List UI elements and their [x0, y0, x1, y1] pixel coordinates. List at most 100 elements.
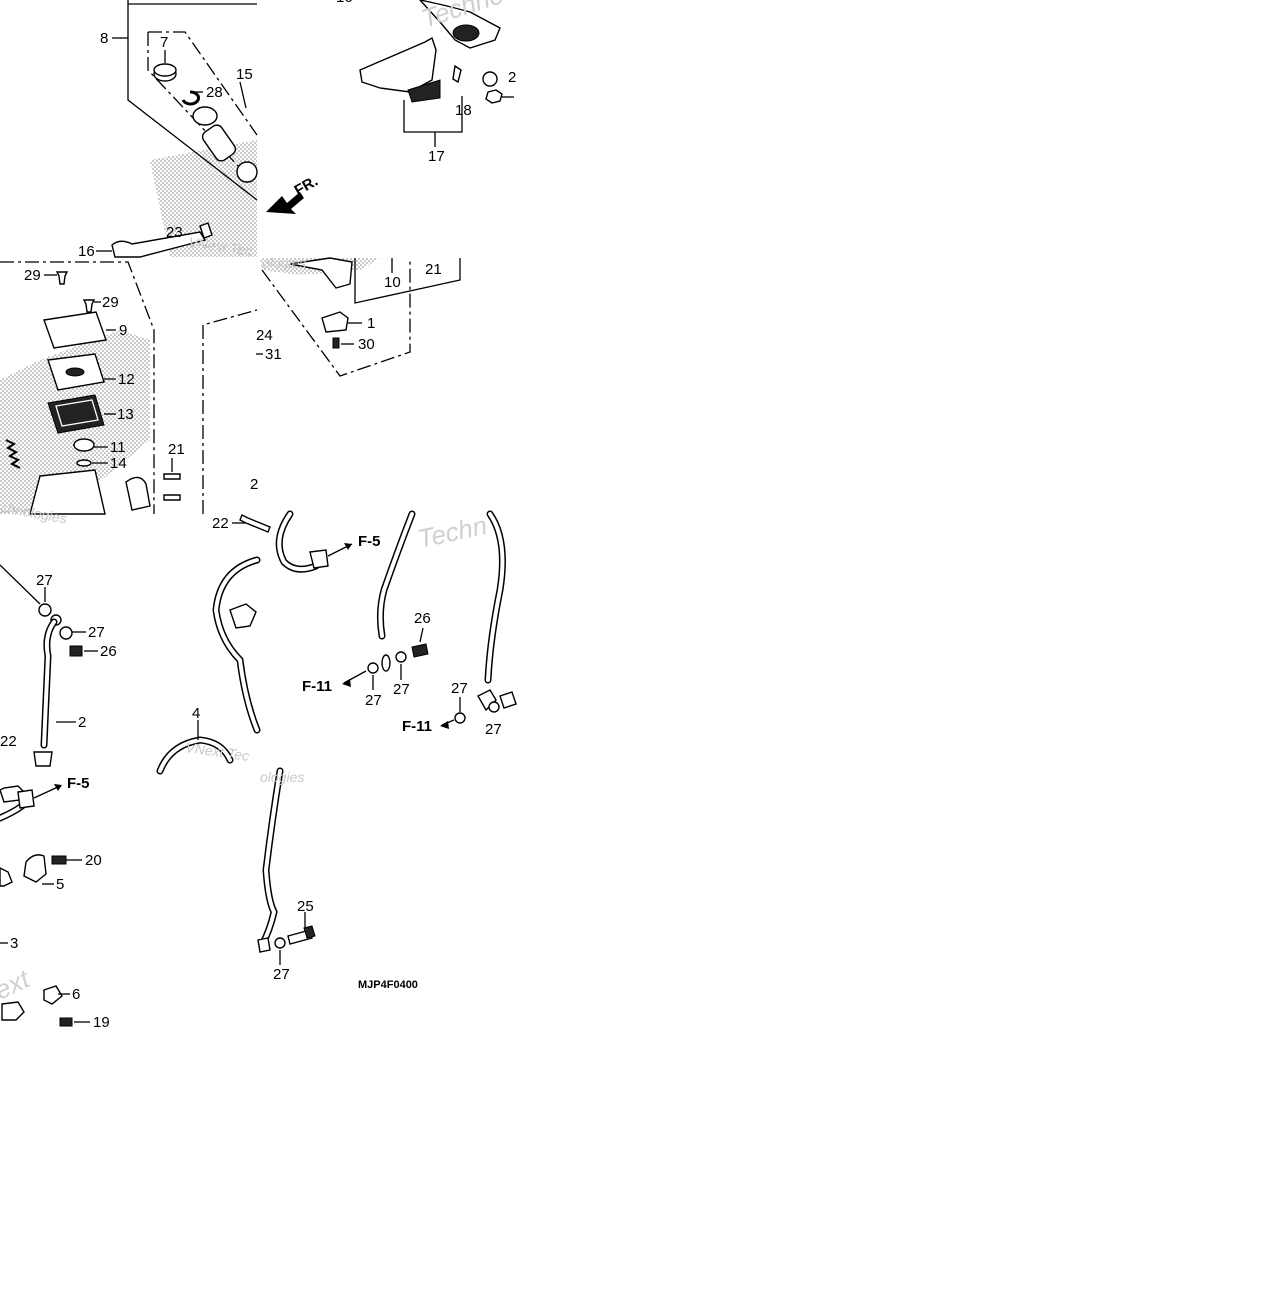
part-nut: [485, 89, 503, 104]
part-29-screw: [82, 299, 96, 313]
part-2-fitting: [33, 751, 53, 767]
part-hose-b-inner: [486, 512, 505, 682]
part-27-washer: [395, 651, 407, 663]
callout-16: 16: [78, 243, 95, 260]
part-25-bolt-head: [303, 925, 316, 939]
callout-27: 27: [393, 681, 410, 698]
part-17-pad: [407, 79, 441, 103]
callout-9: 9: [119, 322, 127, 339]
callout-30: 30: [358, 336, 375, 353]
callout-2-cut: 2: [250, 476, 258, 493]
callout-27: 27: [36, 572, 53, 589]
part-22-bolt: [239, 514, 271, 533]
part-fitting: [477, 689, 497, 712]
part-hose-f5-inner: [277, 512, 318, 572]
part-27-washer: [38, 603, 52, 617]
leader-15: [239, 81, 247, 109]
tile-top-right: 18 17 2 16 Techno: [336, 0, 516, 165]
part-hose-a-inner: [378, 512, 414, 638]
leader-f5: [33, 785, 61, 799]
callout-22: 22: [212, 515, 229, 532]
part-17-bracket: [359, 36, 437, 93]
callout-15: 15: [236, 66, 253, 83]
part-7-cap-top: [153, 63, 177, 77]
watermark: ologies: [260, 769, 304, 785]
watermark: ext: [0, 963, 36, 1006]
part-28-circlip: [181, 90, 201, 106]
part-29-screw: [55, 271, 69, 285]
ref-f5: F-5: [67, 775, 90, 792]
callout-2-cut: 2: [508, 69, 516, 86]
callout-28: 28: [206, 84, 223, 101]
callout-20: 20: [85, 852, 102, 869]
group-bracket-right: [202, 309, 258, 514]
tile-middle-right: 10 21 1 30 24 31 2 ologies: [250, 255, 461, 493]
part-9-cover: [43, 311, 107, 349]
tile-bottom-left: F-5 20 5 3 6 19 ext: [0, 775, 110, 1031]
part-15-cup: [236, 161, 258, 183]
part-19-bolt: [59, 1017, 73, 1027]
callout-10: 10: [384, 274, 401, 291]
callout-26: 26: [100, 643, 117, 660]
callout-29: 29: [102, 294, 119, 311]
part-joint: [229, 603, 257, 629]
part-washer: [482, 71, 498, 87]
leader-26: [419, 627, 424, 643]
callout-6: 6: [72, 986, 80, 1003]
tile-top-left: 8 7 28 15 23 16 FR. VNext Tec: [78, 0, 321, 260]
part-11-float: [73, 438, 95, 452]
part-f5-fitting: [309, 549, 329, 569]
part-cut: [1, 1001, 25, 1021]
part-27-washer: [59, 626, 73, 640]
callout-13: 13: [117, 406, 134, 423]
tile-bottom-middle: 25 27 MJP4F0400 ologies: [257, 767, 418, 991]
part-cut: [0, 867, 13, 887]
arrow-icon: [342, 679, 351, 687]
part-2-hose-inner: [42, 620, 56, 747]
direction-label: FR.: [292, 173, 321, 200]
callout-1: 1: [367, 315, 375, 332]
callout-25: 25: [297, 898, 314, 915]
part-15-piston: [201, 124, 237, 162]
part-14-ring: [76, 459, 92, 467]
arrow-icon: [54, 784, 62, 791]
watermark: VNext Tec: [185, 739, 251, 764]
shaded-area: [150, 140, 257, 257]
part-27-washer: [454, 712, 466, 724]
part-21-bolt: [163, 473, 181, 480]
fr-arrow-icon: [266, 192, 304, 214]
bracket-17: [403, 96, 463, 133]
part-12-hole: [65, 367, 85, 377]
group-bracket: [0, 261, 155, 514]
callout-29: 29: [24, 267, 41, 284]
part-23-pivot: [199, 222, 213, 239]
part-lever-body: [419, 0, 501, 49]
bracket-10-21: [354, 258, 461, 304]
callout-8: 8: [100, 30, 108, 47]
callout-3: 3: [10, 935, 18, 952]
callout-14: 14: [110, 455, 127, 472]
callout-19: 19: [93, 1014, 110, 1031]
callout-4: 4: [192, 705, 200, 722]
part-21-bolt: [163, 494, 181, 501]
part-hose-d-inner: [260, 769, 282, 947]
part-banjo: [381, 654, 391, 672]
part-20-bolt: [51, 855, 67, 865]
callout-27: 27: [451, 680, 468, 697]
arrow-icon: [440, 721, 449, 729]
callout-12: 12: [118, 371, 135, 388]
callout-27: 27: [485, 721, 502, 738]
part-13-inner: [55, 399, 99, 427]
part-fitting: [257, 937, 271, 953]
part-18-pin: [452, 64, 462, 84]
part-lever-boss: [452, 24, 480, 42]
callout-26: 26: [414, 610, 431, 627]
callout-27: 27: [365, 692, 382, 709]
callout-11: 11: [110, 439, 126, 456]
arrow-icon: [344, 543, 352, 550]
ref-f11: F-11: [302, 678, 332, 695]
part-27-washer: [488, 701, 500, 713]
part-27-washer: [367, 662, 379, 674]
